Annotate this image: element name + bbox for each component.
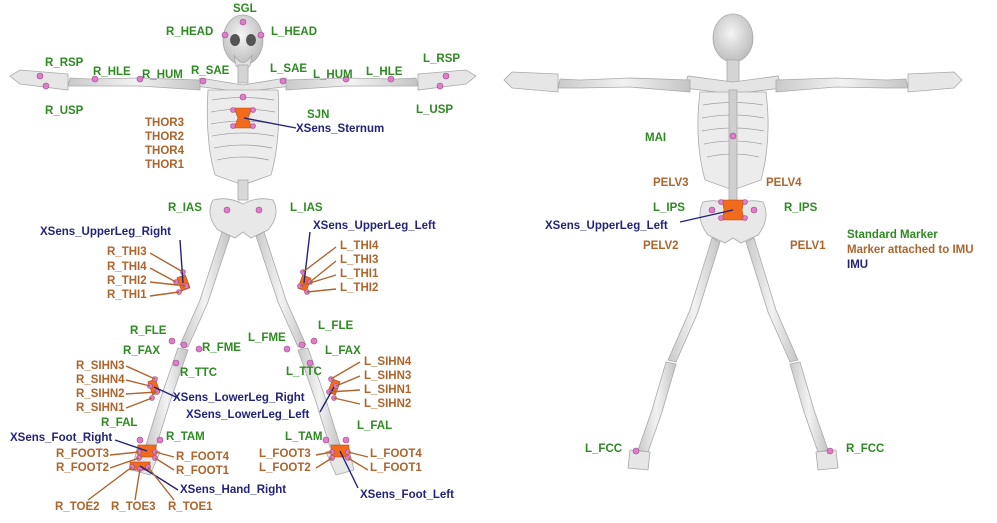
label-l-ttc: L_TTC	[286, 366, 322, 378]
label-sjn: SJN	[307, 109, 330, 121]
label-r-ias: R_IAS	[168, 202, 202, 214]
label-r-toe2: R_TOE2	[55, 501, 100, 513]
label-l-foot1: L_FOOT1	[370, 462, 422, 474]
label-r-head: R_HEAD	[166, 26, 214, 38]
label-back-xsens-upperleg-left: XSens_UpperLeg_Left	[545, 220, 668, 232]
label-r-fax: R_FAX	[123, 345, 161, 357]
label-l-fme: L_FME	[248, 332, 286, 344]
label-xsens-hand-right: XSens_Hand_Right	[180, 484, 287, 496]
marker-dots	[36, 18, 834, 472]
label-l-fcc: L_FCC	[585, 443, 623, 455]
label-r-foot3: R_FOOT3	[56, 448, 110, 460]
label-thor3: THOR3	[145, 117, 184, 129]
label-xsens-upperleg-right: XSens_UpperLeg_Right	[40, 226, 171, 238]
label-r-fcc: R_FCC	[846, 443, 885, 455]
label-r-fme: R_FME	[202, 342, 241, 354]
label-l-foot4: L_FOOT4	[370, 448, 422, 460]
label-r-thi1: R_THI1	[107, 289, 147, 301]
back-skeleton	[503, 13, 963, 471]
label-pelv2: PELV2	[643, 240, 679, 252]
label-xsens-foot-left: XSens_Foot_Left	[360, 489, 454, 501]
label-thor1: THOR1	[145, 159, 184, 171]
label-l-sihn3: L_SIHN3	[364, 370, 412, 382]
legend-standard-marker: Standard Marker	[847, 229, 938, 241]
label-l-thi3: L_THI3	[340, 254, 379, 266]
label-l-ias: L_IAS	[290, 202, 323, 214]
label-xsens-foot-right: XSens_Foot_Right	[10, 432, 113, 444]
label-r-toe1: R_TOE1	[168, 501, 213, 513]
label-l-thi1: L_THI1	[340, 268, 379, 280]
label-l-head: L_HEAD	[271, 26, 318, 38]
label-l-sihn1: L_SIHN1	[364, 384, 412, 396]
label-r-foot1: R_FOOT1	[176, 465, 230, 477]
label-l-thi4: L_THI4	[340, 240, 379, 252]
legend-imu-marker: Marker attached to IMU	[847, 244, 974, 256]
label-l-thi2: L_THI2	[340, 282, 379, 294]
label-l-fle: L_FLE	[318, 320, 354, 332]
label-thor4: THOR4	[145, 145, 184, 157]
label-r-fal: R_FAL	[101, 417, 138, 429]
label-r-sihn3: R_SIHN3	[76, 360, 125, 372]
label-r-ips: R_IPS	[784, 202, 818, 214]
label-r-ttc: R_TTC	[180, 367, 218, 379]
label-r-tam: R_TAM	[166, 431, 205, 443]
label-sgl: SGL	[233, 3, 257, 15]
label-xsens-upperleg-left: XSens_UpperLeg_Left	[313, 220, 436, 232]
label-pelv1: PELV1	[790, 240, 826, 252]
label-mai: MAI	[645, 132, 667, 144]
label-l-foot2: L_FOOT2	[259, 462, 311, 474]
label-l-hum: L_HUM	[313, 69, 353, 81]
label-xsens-lowerleg-right: XSens_LowerLeg_Right	[173, 392, 305, 404]
label-r-fle: R_FLE	[130, 325, 167, 337]
label-pelv4: PELV4	[766, 177, 802, 189]
label-l-sae: L_SAE	[270, 63, 308, 75]
label-l-sihn4: L_SIHN4	[364, 356, 412, 368]
label-xsens-lowerleg-left: XSens_LowerLeg_Left	[186, 409, 310, 421]
label-l-usp: L_USP	[416, 104, 454, 116]
label-r-rsp: R_RSP	[45, 57, 84, 69]
label-thor2: THOR2	[145, 131, 184, 143]
label-r-foot2: R_FOOT2	[56, 462, 110, 474]
label-xsens-sternum: XSens_Sternum	[296, 123, 385, 135]
label-r-sihn2: R_SIHN2	[76, 388, 125, 400]
leader-lines	[87, 117, 734, 501]
label-l-rsp: L_RSP	[423, 53, 461, 65]
label-l-fax: L_FAX	[325, 345, 361, 357]
label-r-sihn4: R_SIHN4	[76, 374, 125, 386]
label-l-fal: L_FAL	[357, 420, 393, 432]
label-pelv3: PELV3	[653, 177, 689, 189]
label-r-sae: R_SAE	[191, 65, 230, 77]
label-l-tam: L_TAM	[285, 431, 323, 443]
label-r-thi2: R_THI2	[107, 275, 147, 287]
label-l-sihn2: L_SIHN2	[364, 398, 412, 410]
label-r-sihn1: R_SIHN1	[76, 402, 125, 414]
label-l-ips: L_IPS	[653, 202, 685, 214]
label-r-hum: R_HUM	[142, 69, 183, 81]
label-r-thi4: R_THI4	[107, 261, 147, 273]
label-r-hle: R_HLE	[93, 66, 131, 78]
label-l-foot3: L_FOOT3	[259, 448, 311, 460]
label-r-thi3: R_THI3	[107, 246, 147, 258]
label-r-foot4: R_FOOT4	[176, 451, 230, 463]
label-r-toe3: R_TOE3	[111, 501, 156, 513]
legend-imu: IMU	[847, 259, 869, 271]
front-skeleton	[9, 14, 477, 476]
label-l-hle: L_HLE	[366, 66, 403, 78]
label-r-usp: R_USP	[45, 105, 84, 117]
